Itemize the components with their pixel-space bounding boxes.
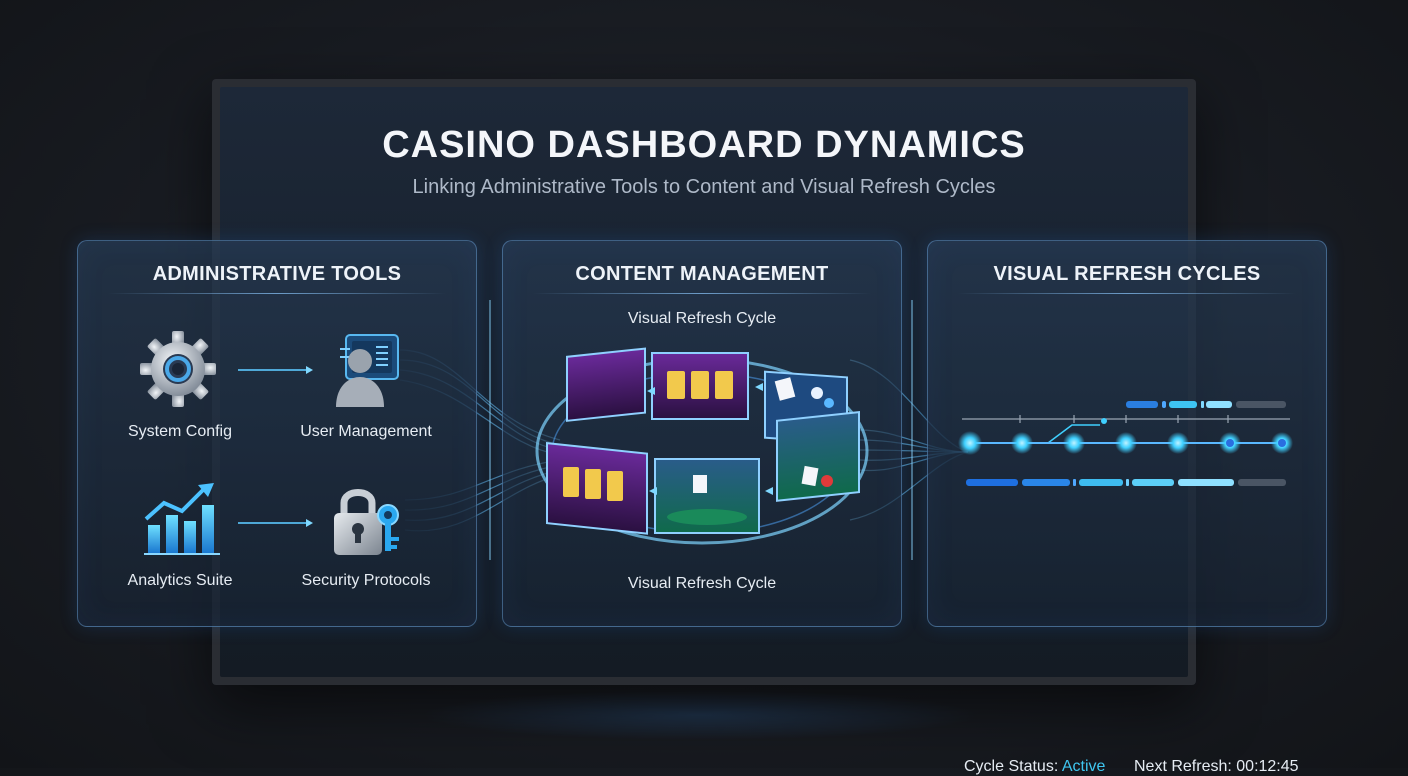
padlock-key-icon[interactable]: [328, 481, 408, 561]
tool-label-analytics-suite: Analytics Suite: [127, 572, 233, 589]
gear-icon[interactable]: [138, 329, 218, 409]
admin-tools-divider: [108, 293, 446, 294]
next-refresh-label: Next Refresh:: [1134, 758, 1232, 775]
cycle-status-label: Cycle Status:: [964, 758, 1059, 775]
next-refresh: Next Refresh: 00:12:45: [1134, 758, 1299, 776]
cycle-status-value: Active: [1061, 758, 1106, 775]
page-title: CASINO DASHBOARD DYNAMICS: [382, 124, 1026, 166]
bar-chart-icon[interactable]: [142, 481, 222, 557]
next-refresh-value: 00:12:45: [1236, 758, 1299, 775]
content-top-label: Visual Refresh Cycle: [627, 310, 777, 327]
page-subtitle: Linking Administrative Tools to Content …: [412, 176, 996, 198]
tool-label-system-config: System Config: [127, 423, 233, 440]
tool-label-security-protocols: Security Protocols: [301, 572, 431, 589]
arrow-right-icon: [238, 366, 313, 374]
casino-game-carousel-icon[interactable]: [527, 341, 877, 561]
content-management-panel: CONTENT MANAGEMENT Visual Refresh Cycle: [502, 240, 902, 627]
refresh-timeline-icon: [958, 401, 1293, 486]
visual-refresh-divider: [958, 293, 1296, 294]
admin-tools-title: ADMINISTRATIVE TOOLS: [152, 263, 402, 285]
floor-glow: [420, 690, 980, 740]
visual-refresh-title: VISUAL REFRESH CYCLES: [993, 263, 1261, 285]
cycle-status: Cycle Status: Active: [964, 758, 1105, 776]
content-management-title: CONTENT MANAGEMENT: [575, 263, 829, 285]
admin-tools-panel: ADMINISTRATIVE TOOLS System Config: [77, 240, 477, 627]
visual-refresh-panel: VISUAL REFRESH CYCLES: [927, 240, 1327, 775]
arrow-right-icon: [238, 519, 313, 527]
tool-label-user-management: User Management: [300, 423, 432, 440]
user-profile-icon[interactable]: [326, 331, 406, 411]
content-bottom-label: Visual Refresh Cycle: [627, 575, 777, 592]
content-management-divider: [533, 293, 871, 294]
